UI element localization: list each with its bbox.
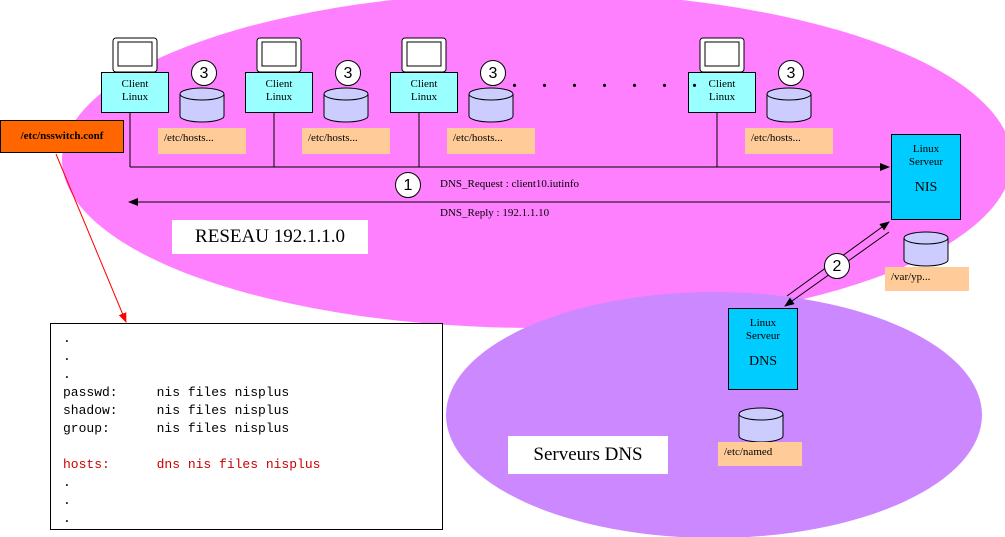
step-3-badge: 3 <box>778 60 804 86</box>
client-box[interactable]: Client Linux <box>245 72 313 113</box>
config-line-hosts: hosts: dns nis files nisplus <box>63 457 321 472</box>
step-3-badge: 3 <box>480 60 506 86</box>
more-clients-ellipsis: . . . . . . . <box>512 70 707 92</box>
client-monitor-icon <box>256 37 302 73</box>
config-line: shadow: nis files nisplus <box>63 403 290 418</box>
config-line: group: nis files nisplus <box>63 421 290 436</box>
step-3-badge: 3 <box>335 60 361 86</box>
nis-file-label: /var/yp... <box>885 267 969 291</box>
config-line: . <box>63 493 71 508</box>
config-lines: ... passwd: nis files nisplus shadow: nis … <box>63 330 430 528</box>
step-2-badge: 2 <box>824 253 850 279</box>
client-hosts-file-label: /etc/hosts... <box>447 128 535 154</box>
config-line: . <box>63 475 71 490</box>
nis-server-name: NIS <box>914 180 938 195</box>
config-line: . <box>63 349 71 364</box>
client-box[interactable]: Client Linux <box>390 72 458 113</box>
dns-database-icon <box>738 407 784 443</box>
dns-zone <box>446 292 982 537</box>
config-line: . <box>63 331 71 346</box>
client-monitor-icon <box>112 37 158 73</box>
config-line <box>63 438 430 456</box>
network-zone <box>62 0 1005 328</box>
step-1-badge: 1 <box>395 172 421 198</box>
config-line: . <box>63 511 71 526</box>
dns-zone-label: Serveurs DNS <box>508 436 668 474</box>
dns-file-label: /etc/named <box>718 442 802 466</box>
nis-server-box[interactable]: Linux Serveur NIS <box>891 134 961 220</box>
step-3-badge: 3 <box>191 60 217 86</box>
client-hosts-file-label: /etc/hosts... <box>745 128 833 154</box>
nis-database-icon <box>903 231 949 267</box>
network-label: RESEAU 192.1.1.0 <box>172 220 368 254</box>
dns-server-name: DNS <box>748 354 777 369</box>
client-database-icon <box>323 87 369 123</box>
nsswitch-pointer-arrow <box>55 153 127 323</box>
client-hosts-file-label: /etc/hosts... <box>302 128 390 154</box>
config-line: passwd: nis files nisplus <box>63 385 290 400</box>
nsswitch-file-label: /etc/nsswitch.conf <box>0 120 124 153</box>
client-database-icon <box>468 87 514 123</box>
client-database-icon <box>179 87 225 123</box>
client-hosts-file-label: /etc/hosts... <box>158 128 246 154</box>
client-box[interactable]: Client Linux <box>688 72 756 113</box>
dns-request-label: DNS_Request : client10.iutinfo <box>440 178 580 190</box>
dns-server-box[interactable]: Linux Serveur DNS <box>728 308 798 390</box>
config-line: . <box>63 367 71 382</box>
client-box[interactable]: Client Linux <box>101 72 169 113</box>
dns-reply-label: DNS_Reply : 192.1.1.10 <box>440 207 550 219</box>
client-monitor-icon <box>401 37 447 73</box>
client-monitor-icon <box>699 37 745 73</box>
nsswitch-config-box: ... passwd: nis files nisplus shadow: nis … <box>50 323 443 530</box>
client-database-icon <box>766 87 812 123</box>
